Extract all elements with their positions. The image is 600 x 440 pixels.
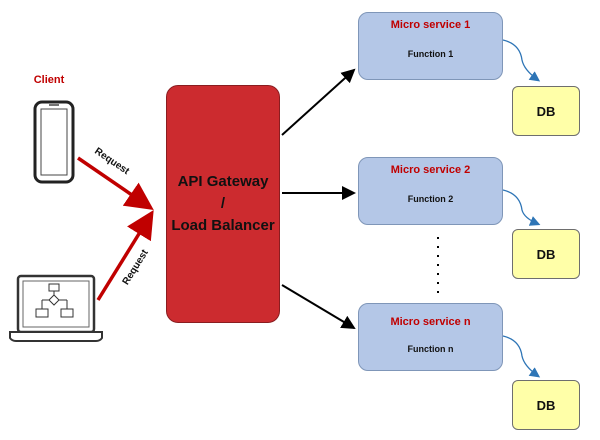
request-arrow-2 (96, 210, 154, 301)
gateway-to-service-n-arrow (281, 284, 356, 330)
service-1-db-connector (502, 39, 541, 82)
smartphone-icon (33, 100, 75, 184)
microservice-1-function: Function 1 (407, 49, 454, 59)
client-label: Client (33, 74, 65, 86)
db-1-box: DB (512, 86, 580, 136)
microservice-n-function: Function n (407, 344, 454, 354)
gateway-line-2: / (220, 195, 226, 212)
microservice-2-box: Micro service 2 Function 2 (358, 157, 503, 225)
microservice-2-function: Function 2 (407, 194, 454, 204)
service-2-db-connector (502, 189, 541, 226)
gateway-to-service-1-arrow (281, 68, 356, 136)
db-2-box: DB (512, 229, 580, 279)
service-n-db-connector (502, 335, 541, 378)
gateway-line-1: API Gateway (177, 173, 269, 190)
microservice-1-box: Micro service 1 Function 1 (358, 12, 503, 80)
microservice-n-title: Micro service n (390, 316, 471, 328)
api-gateway-box: API Gateway / Load Balancer (166, 85, 280, 323)
request-arrow-1 (77, 156, 154, 210)
laptop-icon (9, 274, 103, 342)
microservice-2-title: Micro service 2 (390, 164, 471, 176)
microservice-1-title: Micro service 1 (390, 19, 471, 31)
gateway-line-3: Load Balancer (171, 217, 275, 234)
microservice-n-box: Micro service n Function n (358, 303, 503, 371)
db-n-box: DB (512, 380, 580, 430)
